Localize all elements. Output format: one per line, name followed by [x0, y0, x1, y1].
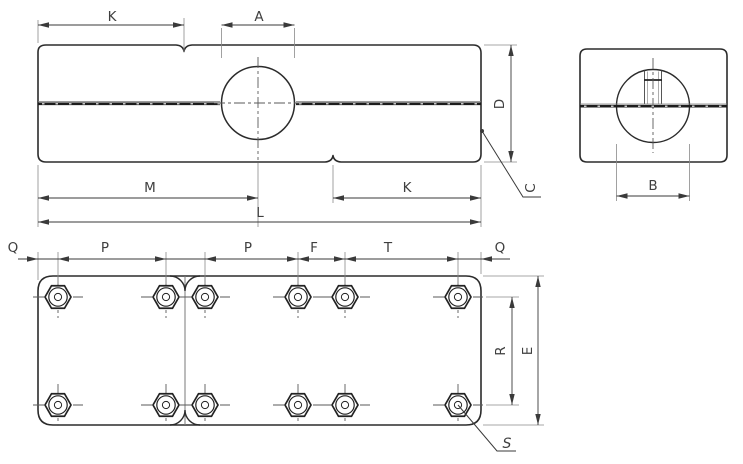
- dim-label-k-top: K: [108, 9, 118, 25]
- end-view-body-outline: [579, 48, 728, 163]
- plate-seam-corner-arcs: [169, 275, 201, 426]
- end-view: B: [579, 48, 728, 201]
- dim-label-r: R: [493, 346, 509, 355]
- leader-label-c: C: [523, 183, 539, 192]
- dim-label-p-left: P: [101, 240, 109, 256]
- plan-view-body-outline: [37, 275, 482, 426]
- dim-label-f: F: [310, 240, 318, 256]
- dim-label-p-mid: P: [244, 240, 252, 256]
- dim-label-k-right: K: [403, 180, 413, 196]
- dim-label-a: A: [254, 9, 264, 25]
- dim-label-e: E: [520, 347, 536, 356]
- dim-label-d: D: [492, 99, 508, 109]
- hex-socket-screw-icon: [179, 383, 231, 427]
- leader-line-s: [457, 404, 516, 452]
- side-view-body-outline: [37, 44, 482, 163]
- dim-label-t: T: [383, 240, 393, 256]
- dim-label-m: M: [144, 180, 156, 196]
- side-view: K A D C M K L: [37, 9, 541, 227]
- hex-socket-screw-icon: [272, 383, 324, 427]
- dim-label-q-left: Q: [8, 240, 19, 256]
- leader-line-c: [481, 130, 541, 198]
- dim-label-q-right: Q: [495, 240, 506, 256]
- leader-label-s: S: [503, 436, 512, 452]
- dim-label-b: B: [648, 178, 657, 194]
- plan-view: Q P P F T Q R E S: [8, 240, 544, 452]
- dim-label-l: L: [256, 205, 264, 221]
- hex-socket-screw-icon: [319, 383, 371, 427]
